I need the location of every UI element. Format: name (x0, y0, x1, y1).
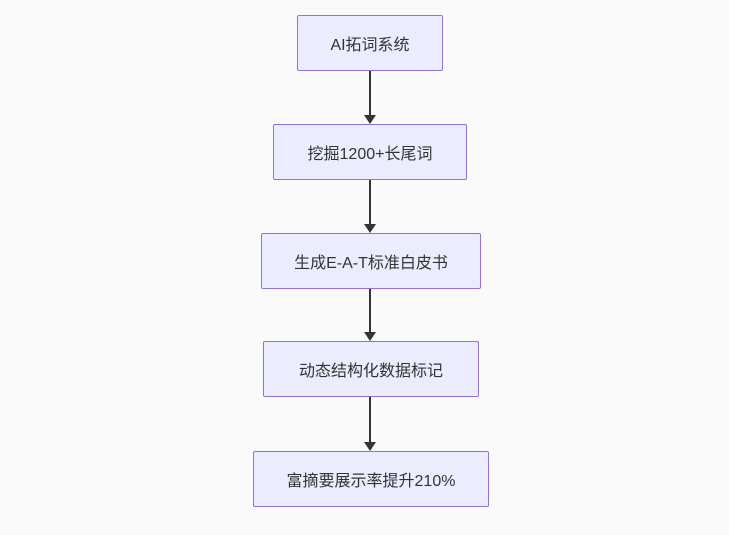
arrow-down-icon (364, 442, 376, 451)
flow-node-generate-eat-whitepaper: 生成E-A-T标准白皮书 (261, 233, 481, 289)
flow-edge-1 (364, 71, 376, 124)
flow-node-label: 挖掘1200+长尾词 (307, 146, 433, 163)
flow-node-label: AI拓词系统 (330, 37, 410, 54)
arrow-line (369, 180, 371, 224)
flow-node-label: 生成E-A-T标准白皮书 (294, 255, 448, 272)
flow-node-mine-longtail-keywords: 挖掘1200+长尾词 (273, 124, 467, 180)
arrow-line (369, 71, 371, 115)
arrow-down-icon (364, 115, 376, 124)
arrow-line (369, 397, 371, 442)
flow-edge-4 (364, 397, 376, 451)
arrow-line (369, 289, 371, 332)
flow-node-label: 动态结构化数据标记 (298, 363, 443, 380)
flow-edge-3 (364, 289, 376, 341)
flow-node-label: 富摘要展示率提升210% (286, 473, 456, 490)
arrow-down-icon (364, 224, 376, 233)
flow-edge-2 (364, 180, 376, 233)
flow-node-dynamic-structured-data-markup: 动态结构化数据标记 (263, 341, 479, 397)
flow-node-rich-snippet-rate-increase: 富摘要展示率提升210% (253, 451, 489, 507)
flow-node-ai-word-expansion-system: AI拓词系统 (297, 15, 443, 71)
arrow-down-icon (364, 332, 376, 341)
